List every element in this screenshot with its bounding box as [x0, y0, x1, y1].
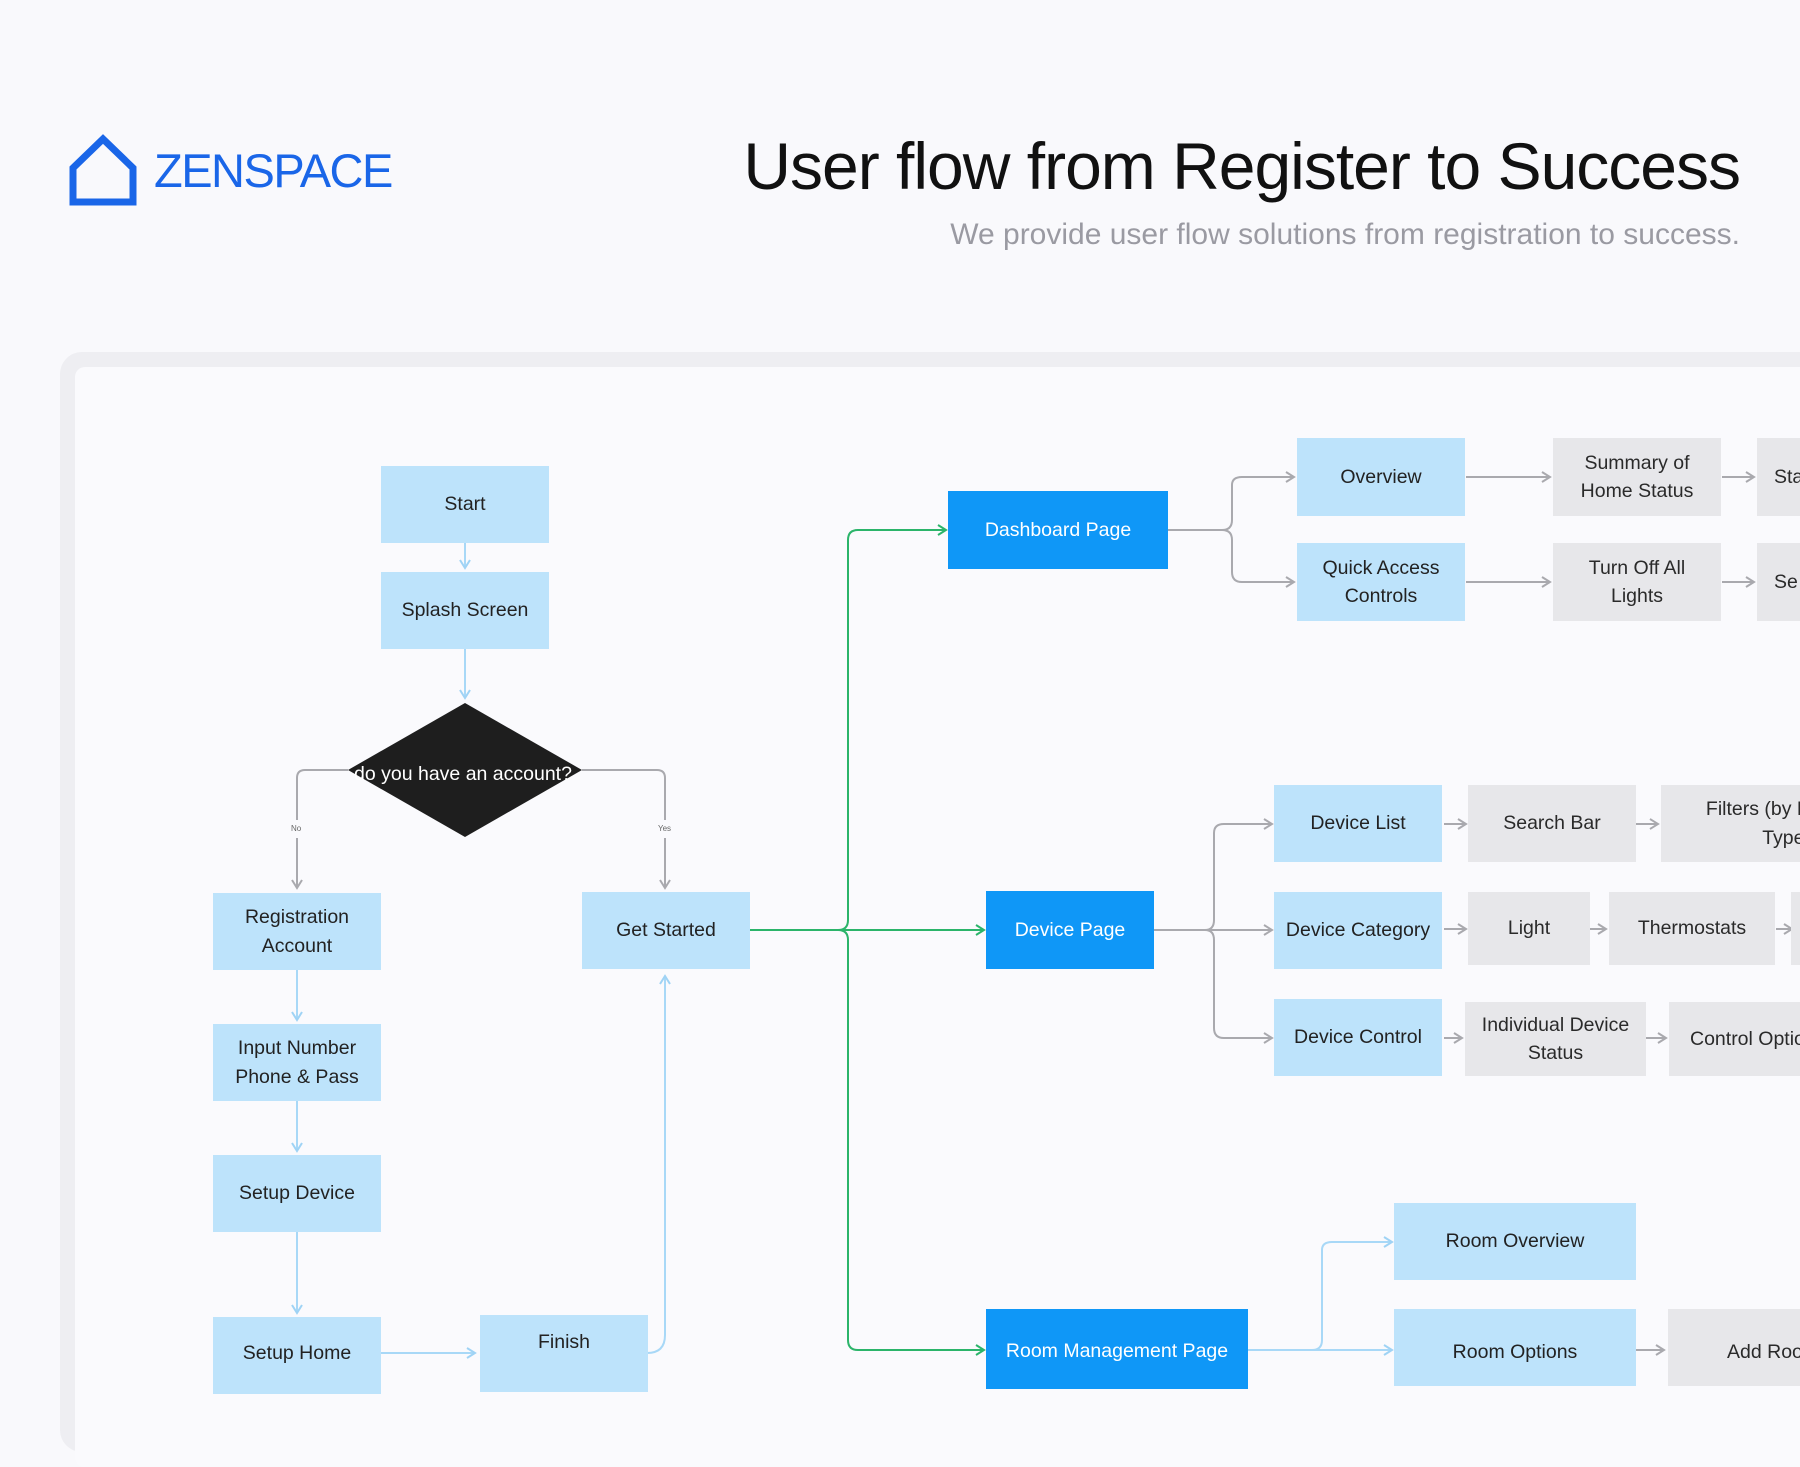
node-setup-home[interactable]: Setup Home [213, 1317, 381, 1394]
node-turn-off-all-lights[interactable]: Turn Off All Lights [1553, 543, 1721, 621]
yes-label-bg [655, 820, 677, 838]
connector-left-flow [291, 543, 671, 1359]
node-add-room[interactable]: Add Roo [1668, 1309, 1800, 1386]
node-input-number[interactable]: Input Number Phone & Pass [213, 1024, 381, 1101]
node-device-list[interactable]: Device List [1274, 785, 1442, 862]
node-light[interactable]: Light [1468, 892, 1590, 965]
node-room-options[interactable]: Room Options [1394, 1309, 1636, 1386]
connector-room-branches [1246, 1236, 1394, 1356]
node-search-bar[interactable]: Search Bar [1468, 785, 1636, 862]
branch-label-yes: Yes [658, 824, 672, 833]
node-room-overview[interactable]: Room Overview [1394, 1203, 1636, 1280]
node-individual-device-status[interactable]: Individual Device Status [1465, 1002, 1646, 1076]
node-device-category-next[interactable] [1791, 892, 1800, 965]
node-dashboard-page[interactable]: Dashboard Page [948, 491, 1168, 569]
no-label-bg [288, 820, 306, 838]
node-finish[interactable]: Finish [480, 1315, 648, 1392]
node-summary-home-status[interactable]: Summary of Home Status [1553, 438, 1721, 516]
node-overview[interactable]: Overview [1297, 438, 1465, 516]
page-title: User flow from Register to Success [743, 129, 1741, 203]
node-device-page[interactable]: Device Page [986, 891, 1154, 969]
node-splash-screen[interactable]: Splash Screen [381, 572, 549, 649]
node-room-management-page[interactable]: Room Management Page [986, 1309, 1248, 1389]
brand-name: ZENSPACE [154, 143, 393, 197]
node-control-options[interactable]: Control Optio [1669, 1002, 1800, 1076]
node-get-started[interactable]: Get Started [582, 892, 750, 969]
house-outline-icon [69, 134, 137, 206]
brand-logo: ZENSPACE [68, 134, 393, 206]
decision-label: do you have an account? [354, 762, 572, 785]
node-thermostats[interactable]: Thermostats [1609, 892, 1775, 965]
branch-label-no: No [291, 824, 302, 833]
connector-decision-branches [291, 769, 671, 890]
connector-dashboard-branches [1168, 471, 1756, 588]
decision-diamond [348, 703, 582, 837]
connector-main-green [750, 524, 986, 1356]
node-start[interactable]: Start [381, 466, 549, 543]
node-device-control[interactable]: Device Control [1274, 999, 1442, 1076]
connector-device-branches [1154, 818, 1794, 1044]
connector-layer [288, 471, 1794, 1359]
node-device-category[interactable]: Device Category [1274, 892, 1442, 969]
node-setup-device[interactable]: Setup Device [213, 1155, 381, 1232]
node-registration-account[interactable]: Registration Account [213, 893, 381, 970]
node-quick-access-controls[interactable]: Quick Access Controls [1297, 543, 1465, 621]
node-quick-access-next[interactable]: Se [1757, 543, 1800, 621]
node-overview-next[interactable]: Sta [1757, 438, 1800, 516]
node-filters[interactable]: Filters (by R Type) [1661, 785, 1800, 862]
page-subtitle: We provide user flow solutions from regi… [950, 218, 1740, 251]
